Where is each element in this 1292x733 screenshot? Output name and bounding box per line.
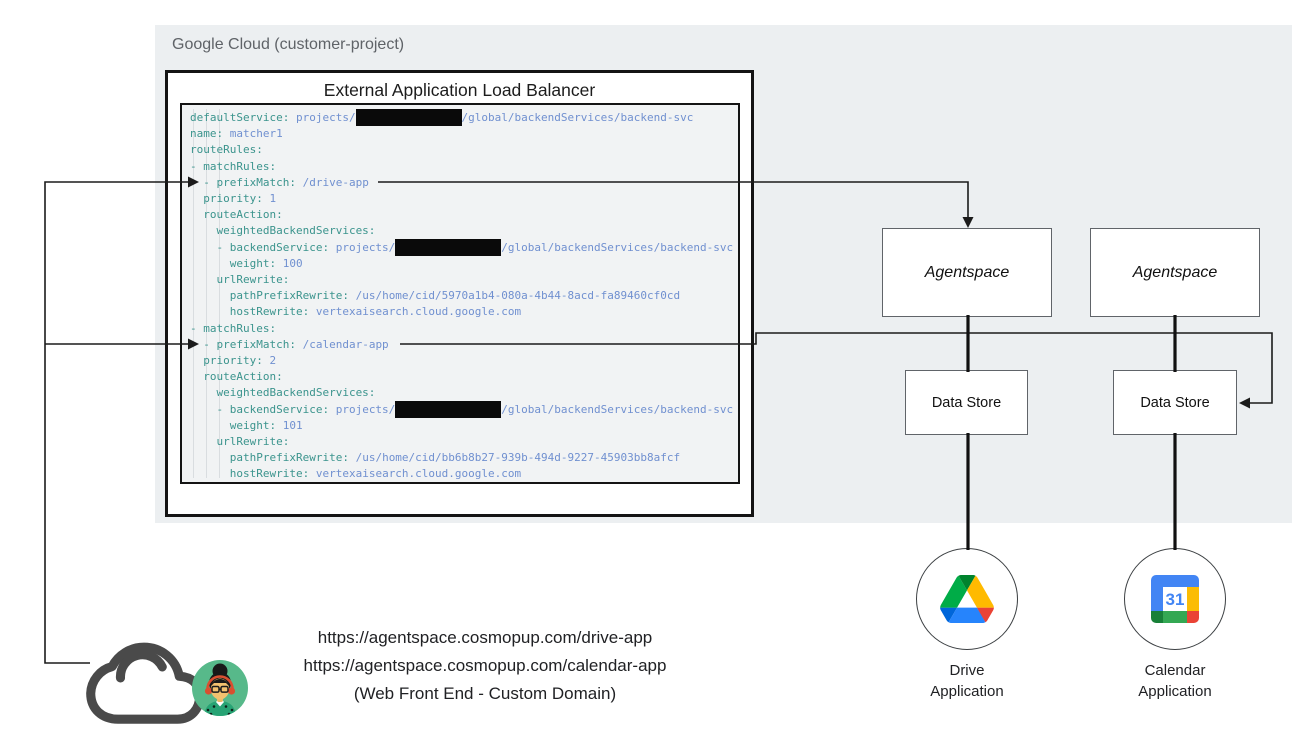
code-line: routeAction: <box>190 208 283 222</box>
code-line: priority: 1 <box>190 192 277 206</box>
code-line: - backendService: projects/ /global/back… <box>190 400 734 418</box>
code-line: pathPrefixRewrite: /us/home/cid/5970a1b4… <box>190 289 681 303</box>
code-line: weight: 101 <box>190 418 303 432</box>
code-line: defaultService: projects/ /global/backen… <box>190 109 694 126</box>
code-line: pathPrefixRewrite: /us/home/cid/bb6b8b27… <box>190 451 681 465</box>
code-line: urlRewrite: <box>190 273 290 287</box>
google-calendar-icon: 31 <box>1151 575 1199 623</box>
code-line: weightedBackendServices: <box>190 386 376 400</box>
cloud-icon <box>82 628 206 729</box>
indent-guide <box>206 109 207 478</box>
code-line: routeAction: <box>190 370 283 384</box>
calendar-app-label: Calendar Application <box>1138 662 1212 700</box>
agentspace-label: Agentspace <box>1132 263 1218 281</box>
drive-url: https://agentspace.cosmopup.com/drive-ap… <box>317 628 653 647</box>
lb-config-code: defaultService: projects/ /global/backen… <box>180 103 740 484</box>
code-line: - matchRules: <box>190 321 277 335</box>
drive-app-circle <box>916 548 1018 650</box>
load-balancer-title: External Application Load Balancer <box>323 80 596 100</box>
code-line: - matchRules: <box>190 159 277 173</box>
code-line: urlRewrite: <box>190 435 290 449</box>
google-cloud-project-label: Google Cloud (customer-project) <box>172 36 405 53</box>
calendar-app-circle: 31 <box>1124 548 1226 650</box>
agentspace-box-drive: Agentspace <box>882 228 1052 317</box>
drive-app-label: Drive Application <box>930 662 1004 700</box>
google-drive-icon <box>940 575 994 623</box>
frontend-caption: (Web Front End - Custom Domain) <box>353 684 617 703</box>
indent-guide <box>193 109 194 478</box>
code-line: name: matcher1 <box>190 127 283 141</box>
datastore-box-calendar: Data Store <box>1113 370 1237 435</box>
code-line: - prefixMatch: /drive-app <box>190 175 369 189</box>
code-line: priority: 2 <box>190 354 277 368</box>
frontend-urls: https://agentspace.cosmopup.com/drive-ap… <box>282 624 688 708</box>
code-line: weight: 100 <box>190 256 303 270</box>
code-line: hostRewrite: vertexaisearch.cloud.google… <box>190 305 522 319</box>
indent-guide <box>219 109 220 478</box>
calendar-day-number: 31 <box>1166 590 1185 609</box>
code-line: hostRewrite: vertexaisearch.cloud.google… <box>190 467 522 481</box>
datastore-label: Data Store <box>931 394 1002 411</box>
code-line: - backendService: projects/ /global/back… <box>190 238 734 256</box>
code-line: - prefixMatch: /calendar-app <box>190 337 389 351</box>
datastore-label: Data Store <box>1140 394 1210 411</box>
code-line: routeRules: <box>190 143 263 157</box>
datastore-box-drive: Data Store <box>905 370 1028 435</box>
agentspace-box-calendar: Agentspace <box>1090 228 1260 317</box>
calendar-url: https://agentspace.cosmopup.com/calendar… <box>303 656 667 675</box>
agentspace-label: Agentspace <box>924 263 1010 281</box>
user-avatar <box>192 660 248 721</box>
code-line: weightedBackendServices: <box>190 224 376 238</box>
